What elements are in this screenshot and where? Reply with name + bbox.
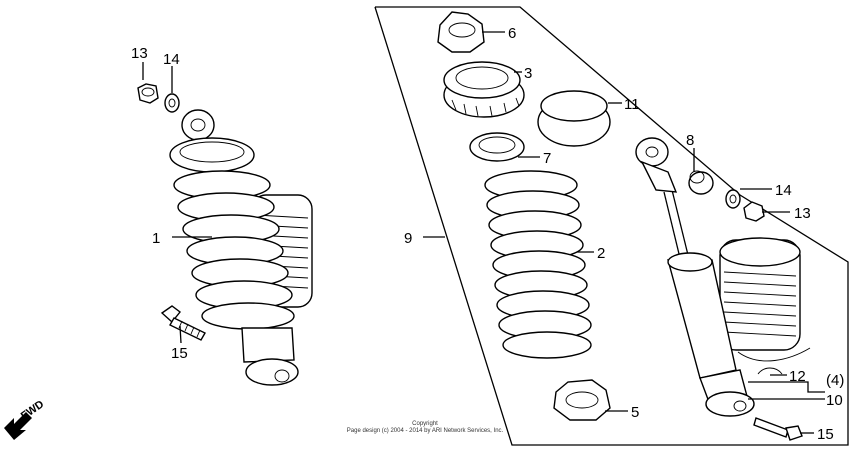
copyright-line-2: Page design (c) 2004 - 2014 by ARI Netwo…: [347, 428, 504, 434]
callout-2: 2: [597, 245, 605, 262]
left-bolt-15: [160, 305, 206, 341]
spring-seat-stopper-6: [437, 11, 485, 53]
upper-spring-seat-3: [443, 61, 525, 118]
collar-8: [688, 170, 714, 195]
forward-direction-arrow: FWD: [4, 398, 46, 440]
coil-spring-2: [484, 170, 592, 359]
left-washer-14: [164, 93, 180, 113]
callout-15-right: 15: [817, 426, 834, 443]
lower-spring-seat-5: [553, 379, 611, 421]
callout-3: 3: [524, 65, 532, 82]
callout-4: (4): [826, 372, 844, 389]
callout-14-right: 14: [775, 182, 792, 199]
exploded-group-outline: [374, 6, 849, 446]
callout-13-right: 13: [794, 205, 811, 222]
fwd-label: FWD: [19, 398, 46, 422]
clip-12: [757, 367, 783, 375]
left-nut-13: [137, 83, 159, 104]
callout-12: 12: [789, 368, 806, 385]
callout-14-left: 14: [163, 51, 180, 68]
callout-6: 6: [508, 25, 516, 42]
callout-5: 5: [631, 404, 639, 421]
spacer-ring-7: [469, 132, 525, 162]
leader-lines: [142, 31, 825, 434]
right-nut-13: [743, 201, 765, 222]
right-bolt-15: [753, 417, 803, 441]
callout-9: 9: [404, 230, 412, 247]
callout-11: 11: [624, 96, 640, 113]
damper-unit-10: [635, 137, 811, 417]
callout-1: 1: [152, 230, 160, 247]
callout-15-left: 15: [171, 345, 188, 362]
callout-7: 7: [543, 150, 551, 167]
callout-13-left: 13: [131, 45, 148, 62]
callout-10: 10: [826, 392, 843, 409]
band-11: [537, 90, 611, 147]
right-washer-14: [725, 189, 741, 209]
copyright-line-1: Copyright: [412, 421, 438, 427]
callout-8: 8: [686, 132, 694, 149]
assembled-shock-absorber: [169, 109, 313, 386]
